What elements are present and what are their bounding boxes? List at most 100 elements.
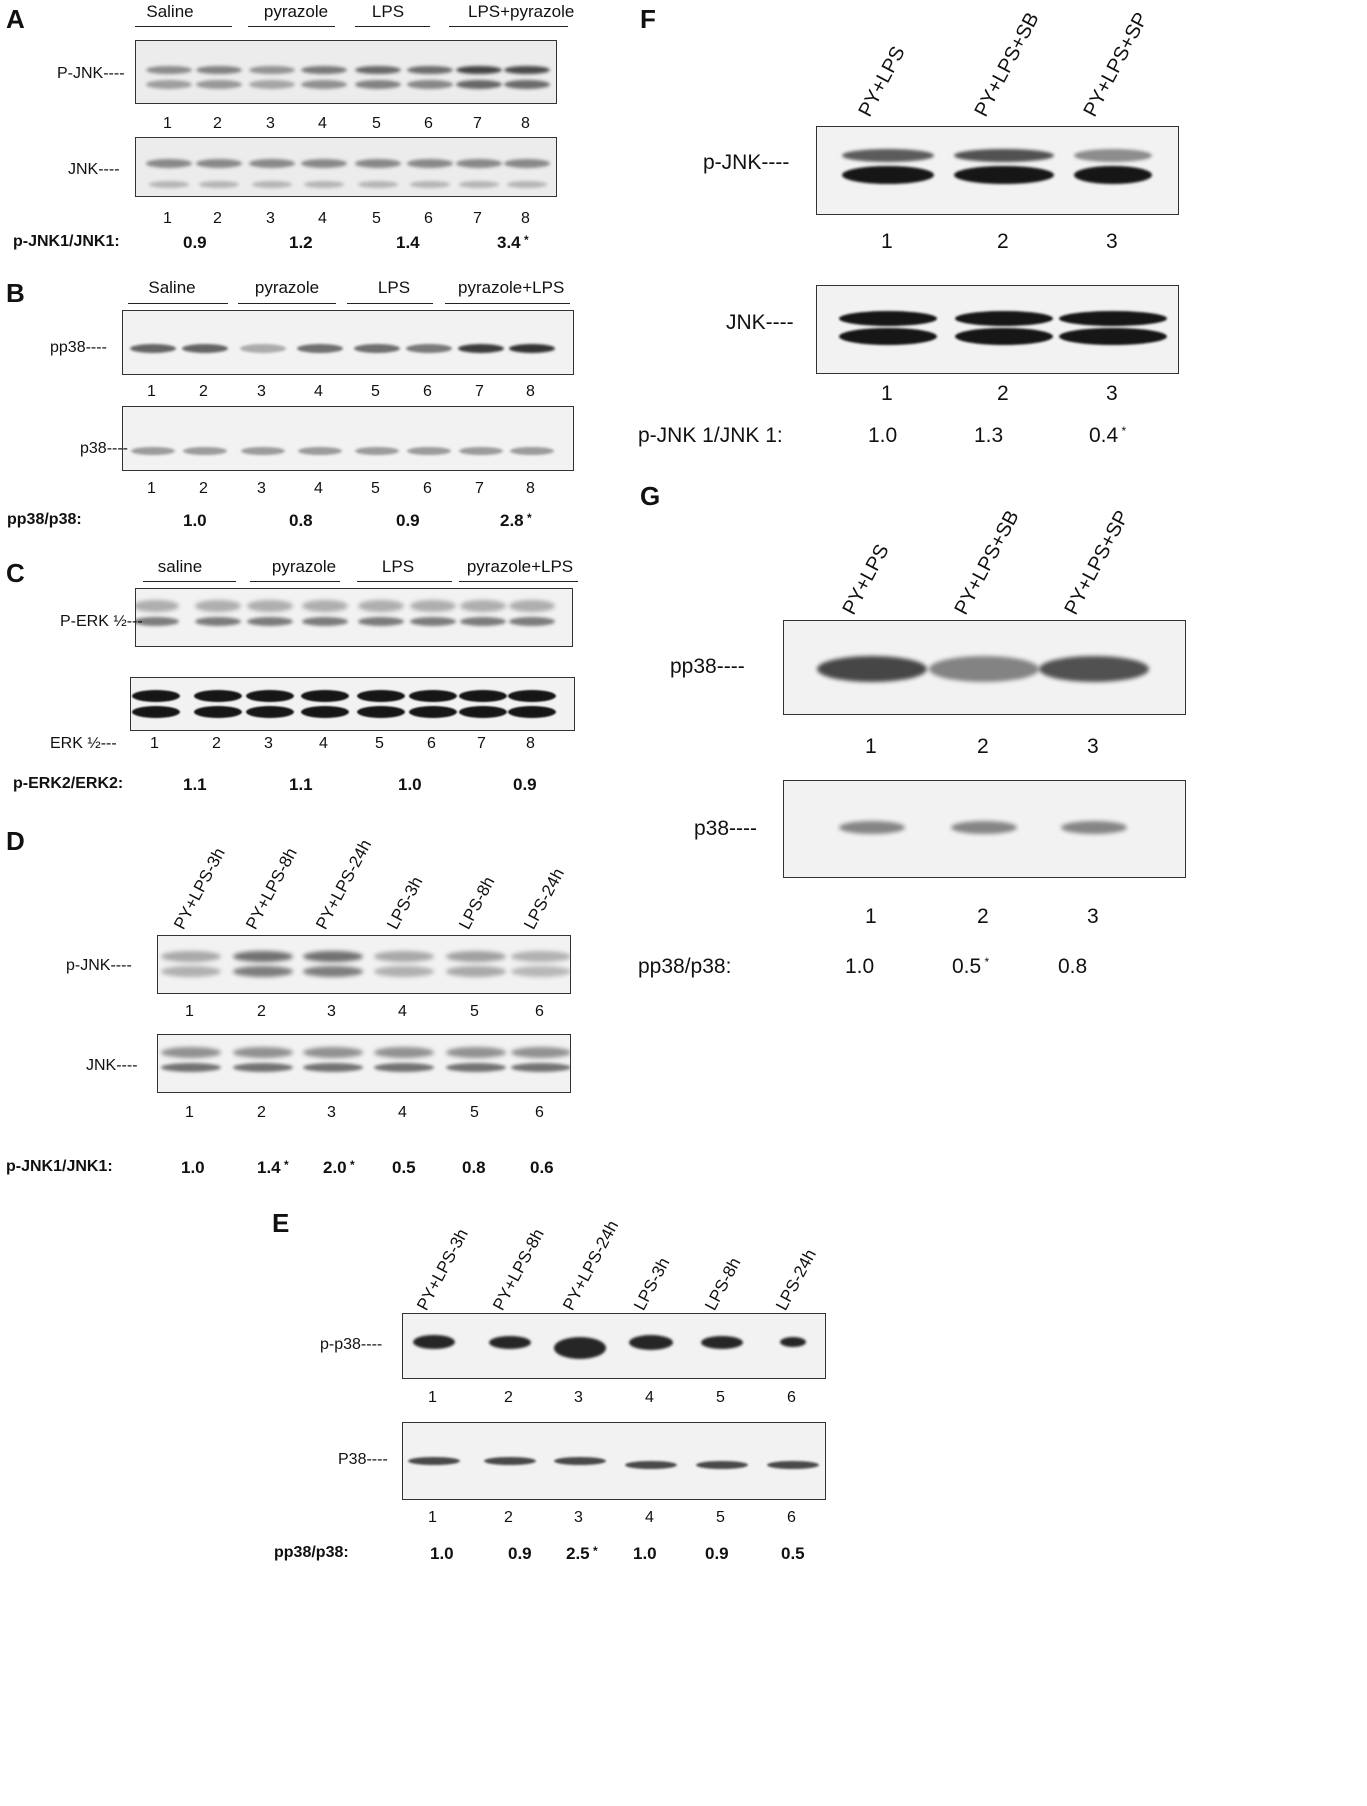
ratio-value: 0.8 bbox=[1058, 955, 1088, 978]
panel-letter-g: G bbox=[640, 481, 661, 511]
lane-number: 2 bbox=[977, 735, 989, 758]
band bbox=[413, 1335, 455, 1349]
band bbox=[511, 950, 570, 962]
band bbox=[240, 343, 286, 353]
band bbox=[842, 148, 934, 162]
lane-number: 2 bbox=[997, 382, 1009, 405]
ratio-value: 0.6 bbox=[530, 1158, 554, 1177]
band bbox=[410, 616, 456, 626]
band bbox=[132, 706, 180, 718]
ratio-value: 0.9 bbox=[705, 1544, 729, 1563]
lane-number: 4 bbox=[314, 383, 323, 400]
lane-number: 8 bbox=[521, 210, 530, 227]
ratio-label: p-JNK1/JNK1: bbox=[6, 1158, 113, 1175]
band bbox=[355, 66, 401, 74]
band bbox=[410, 600, 456, 612]
band bbox=[407, 447, 451, 455]
band-label: P38---- bbox=[338, 1451, 388, 1468]
lane-number: 1 bbox=[865, 905, 877, 928]
group-underline bbox=[135, 26, 232, 27]
band bbox=[409, 690, 457, 702]
significance-star: * bbox=[523, 511, 532, 525]
ratio-value: 0.9 bbox=[183, 233, 207, 252]
condition-label-rotated: PY+LPS-8h bbox=[242, 844, 301, 933]
ratio-value: 0.5 bbox=[392, 1158, 416, 1177]
lane-number: 1 bbox=[428, 1509, 437, 1526]
lane-number: 8 bbox=[526, 383, 535, 400]
band bbox=[182, 343, 228, 353]
condition-label-rotated: LPS-3h bbox=[383, 873, 427, 933]
band bbox=[929, 656, 1039, 682]
ratio-value: 1.0 bbox=[181, 1158, 205, 1177]
group-label: saline bbox=[157, 557, 203, 576]
lane-number: 3 bbox=[1087, 735, 1099, 758]
band bbox=[458, 343, 504, 353]
lane-number: 1 bbox=[147, 480, 156, 497]
lane-number: 5 bbox=[470, 1003, 479, 1020]
condition-label-rotated: PY+LPS+SB bbox=[950, 507, 1024, 619]
lane-number: 7 bbox=[475, 480, 484, 497]
band bbox=[460, 616, 506, 626]
band bbox=[951, 820, 1017, 834]
ratio-value: 0.5 bbox=[781, 1544, 805, 1563]
band bbox=[302, 600, 348, 612]
band bbox=[233, 965, 293, 977]
band bbox=[301, 158, 347, 168]
group-label: LPS bbox=[377, 278, 411, 297]
group-label: LPS+pyrazole bbox=[468, 2, 575, 21]
lane-number: 6 bbox=[423, 383, 432, 400]
band bbox=[509, 600, 555, 612]
lane-number: 6 bbox=[427, 735, 436, 752]
band bbox=[246, 706, 294, 718]
band bbox=[1074, 166, 1152, 184]
group-underline bbox=[143, 581, 236, 582]
band-label: pp38---- bbox=[670, 655, 745, 678]
band bbox=[511, 965, 570, 977]
band bbox=[511, 1062, 570, 1072]
band bbox=[301, 690, 349, 702]
western-blot-p-p38-time bbox=[402, 1313, 826, 1379]
band-label: P-JNK---- bbox=[57, 65, 125, 82]
ratio-value: 0.9 bbox=[396, 511, 420, 530]
band bbox=[303, 965, 363, 977]
band-label: JNK---- bbox=[726, 311, 794, 334]
band bbox=[955, 310, 1053, 326]
ratio-label: pp38/p38: bbox=[7, 511, 82, 528]
western-blot-pp38 bbox=[122, 310, 574, 375]
band bbox=[161, 950, 221, 962]
condition-label-rotated: PY+LPS+SP bbox=[1060, 507, 1134, 619]
condition-label-rotated: PY+LPS-3h bbox=[413, 1225, 472, 1314]
band bbox=[1061, 820, 1127, 834]
panel-letter-b: B bbox=[6, 278, 25, 308]
band bbox=[817, 656, 927, 682]
band bbox=[459, 706, 507, 718]
lane-number: 3 bbox=[257, 383, 266, 400]
band bbox=[301, 66, 347, 74]
condition-label-rotated: LPS-24h bbox=[520, 865, 568, 933]
ratio-value: 0.8 bbox=[462, 1158, 486, 1177]
band bbox=[252, 180, 292, 188]
band bbox=[460, 600, 506, 612]
ratio-value: 1.4 bbox=[396, 233, 420, 252]
lane-number: 4 bbox=[398, 1104, 407, 1121]
lane-number: 1 bbox=[185, 1104, 194, 1121]
band bbox=[357, 690, 405, 702]
band bbox=[406, 343, 452, 353]
group-label: Saline bbox=[146, 2, 194, 21]
lane-number: 2 bbox=[213, 115, 222, 132]
group-label: pyrazole bbox=[254, 278, 320, 297]
band bbox=[839, 327, 937, 345]
band bbox=[161, 1062, 221, 1072]
lane-number: 5 bbox=[372, 210, 381, 227]
ratio-value: 1.4 * bbox=[257, 1158, 289, 1177]
band bbox=[196, 158, 242, 168]
lane-number: 5 bbox=[371, 480, 380, 497]
band bbox=[196, 79, 242, 89]
lane-number: 3 bbox=[266, 115, 275, 132]
lane-number: 6 bbox=[424, 115, 433, 132]
band bbox=[410, 180, 450, 188]
band-label: ERK ½--- bbox=[50, 735, 117, 752]
ratio-value: 1.0 bbox=[868, 424, 898, 447]
group-label: Saline bbox=[148, 278, 196, 297]
